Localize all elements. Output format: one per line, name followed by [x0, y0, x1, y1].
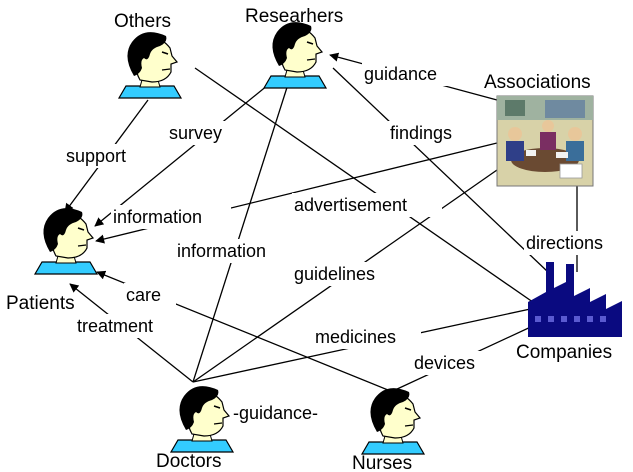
node-label-researchers: Researhers: [245, 6, 343, 27]
edge-label-guidelines: guidelines: [294, 264, 375, 284]
node-researchers: Researhers: [245, 6, 343, 89]
node-label-associations: Associations: [484, 72, 591, 93]
node-label-doctors: Doctors: [156, 451, 221, 472]
researchers-person-icon: [263, 21, 327, 89]
patients-person-icon: [34, 207, 98, 275]
edge-researchers-patients: [94, 84, 269, 227]
node-doctors: Doctors: [156, 385, 234, 472]
node-patients: Patients: [6, 207, 98, 314]
edge-label-findings: findings: [390, 123, 452, 143]
edge-label-guidance-researchers: guidance: [364, 64, 437, 84]
edge-label-information-associations: information: [113, 207, 202, 227]
node-others: Others: [114, 11, 182, 99]
edge-label-treatment: treatment: [77, 316, 153, 336]
edge-label-advertisement: advertisement: [294, 195, 407, 215]
others-person-icon: [118, 31, 182, 99]
edge-label-directions: directions: [526, 233, 603, 253]
edge-researchers-companies: [332, 67, 549, 273]
edge-label-information-researchers: information: [177, 241, 266, 261]
node-associations: Associations: [484, 72, 594, 187]
edge-label-guidance-doctors: -guidance-: [233, 403, 318, 423]
doctors-person-icon: [170, 385, 234, 453]
edge-researchers-doctors: [192, 77, 291, 383]
nurses-person-icon: [361, 387, 425, 455]
edge-label-support: support: [66, 146, 126, 166]
factory-icon: [528, 262, 622, 337]
node-label-patients: Patients: [6, 293, 75, 314]
node-label-companies: Companies: [516, 342, 612, 363]
node-label-nurses: Nurses: [352, 453, 412, 472]
edge-label-devices: devices: [414, 353, 475, 373]
edge-label-survey: survey: [169, 123, 222, 143]
office-meeting-icon: [496, 95, 594, 187]
edge-labels: support survey guidance findings informa…: [64, 62, 630, 423]
node-label-others: Others: [114, 11, 171, 32]
edge-label-medicines: medicines: [315, 327, 396, 347]
edge-label-care: care: [126, 285, 161, 305]
node-companies: Companies: [516, 262, 622, 363]
node-nurses: Nurses: [352, 387, 425, 472]
edge-others-companies: [194, 67, 541, 308]
